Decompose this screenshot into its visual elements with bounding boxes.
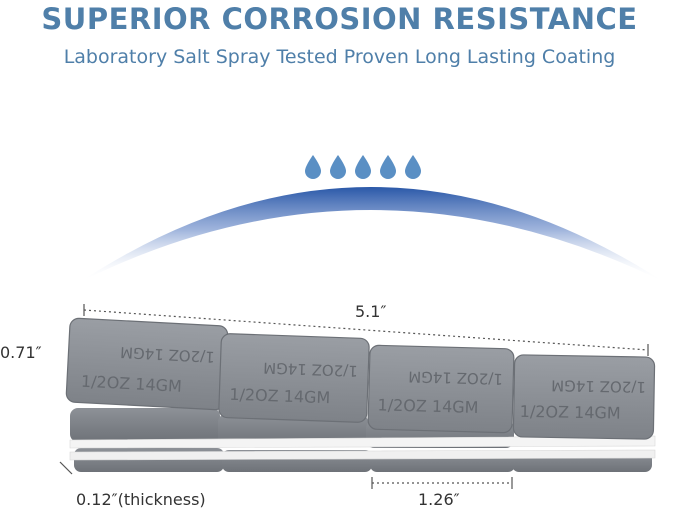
segment-width-label: 1.26″ bbox=[418, 490, 460, 509]
weight-stack: 1/2OZ 14GM 1/2OZ 14GM 1/2OZ 14GM 1/2OZ 1… bbox=[65, 317, 656, 472]
water-drop-icon bbox=[305, 155, 321, 179]
water-drop-icon bbox=[330, 155, 346, 179]
weight-segment: 1/2OZ 14GM 1/2OZ 14GM bbox=[65, 317, 229, 411]
segment-marking: 1/2OZ 14GM bbox=[377, 395, 478, 417]
weight-segment: 1/2OZ 14GM 1/2OZ 14GM bbox=[512, 354, 656, 440]
height-label: 0.71″ bbox=[0, 343, 42, 362]
dimension-guides bbox=[59, 304, 649, 489]
length-label: 5.1″ bbox=[355, 302, 387, 321]
length-dimension-line bbox=[83, 309, 649, 351]
water-drop-icon bbox=[355, 155, 371, 179]
segment-marking: 1/2OZ 14GM bbox=[520, 402, 621, 423]
segment-marking: 1/2OZ 14GM bbox=[229, 385, 331, 408]
weight-segment: 1/2OZ 14GM 1/2OZ 14GM bbox=[218, 333, 370, 423]
thickness-label: 0.12″(thickness) bbox=[76, 490, 206, 509]
segment-marking-mirrored: 1/2OZ 14GM bbox=[263, 359, 358, 380]
segment-marking-mirrored: 1/2OZ 14GM bbox=[408, 368, 503, 388]
segment-marking-mirrored: 1/2OZ 14GM bbox=[551, 376, 646, 396]
thickness-dimension-mark bbox=[59, 461, 73, 475]
water-drops bbox=[305, 155, 421, 179]
page-title: SUPERIOR CORROSION RESISTANCE bbox=[41, 2, 638, 36]
segment-marking-mirrored: 1/2OZ 14GM bbox=[120, 343, 215, 366]
stack-layer-middle bbox=[69, 408, 656, 449]
water-drop-icon bbox=[380, 155, 396, 179]
stack-layer-bottom bbox=[69, 448, 656, 472]
page-subtitle: Laboratory Salt Spray Tested Proven Long… bbox=[63, 46, 616, 68]
water-drop-icon bbox=[405, 155, 421, 179]
weight-segment: 1/2OZ 14GM 1/2OZ 14GM bbox=[367, 344, 515, 434]
protection-arc bbox=[80, 187, 664, 282]
